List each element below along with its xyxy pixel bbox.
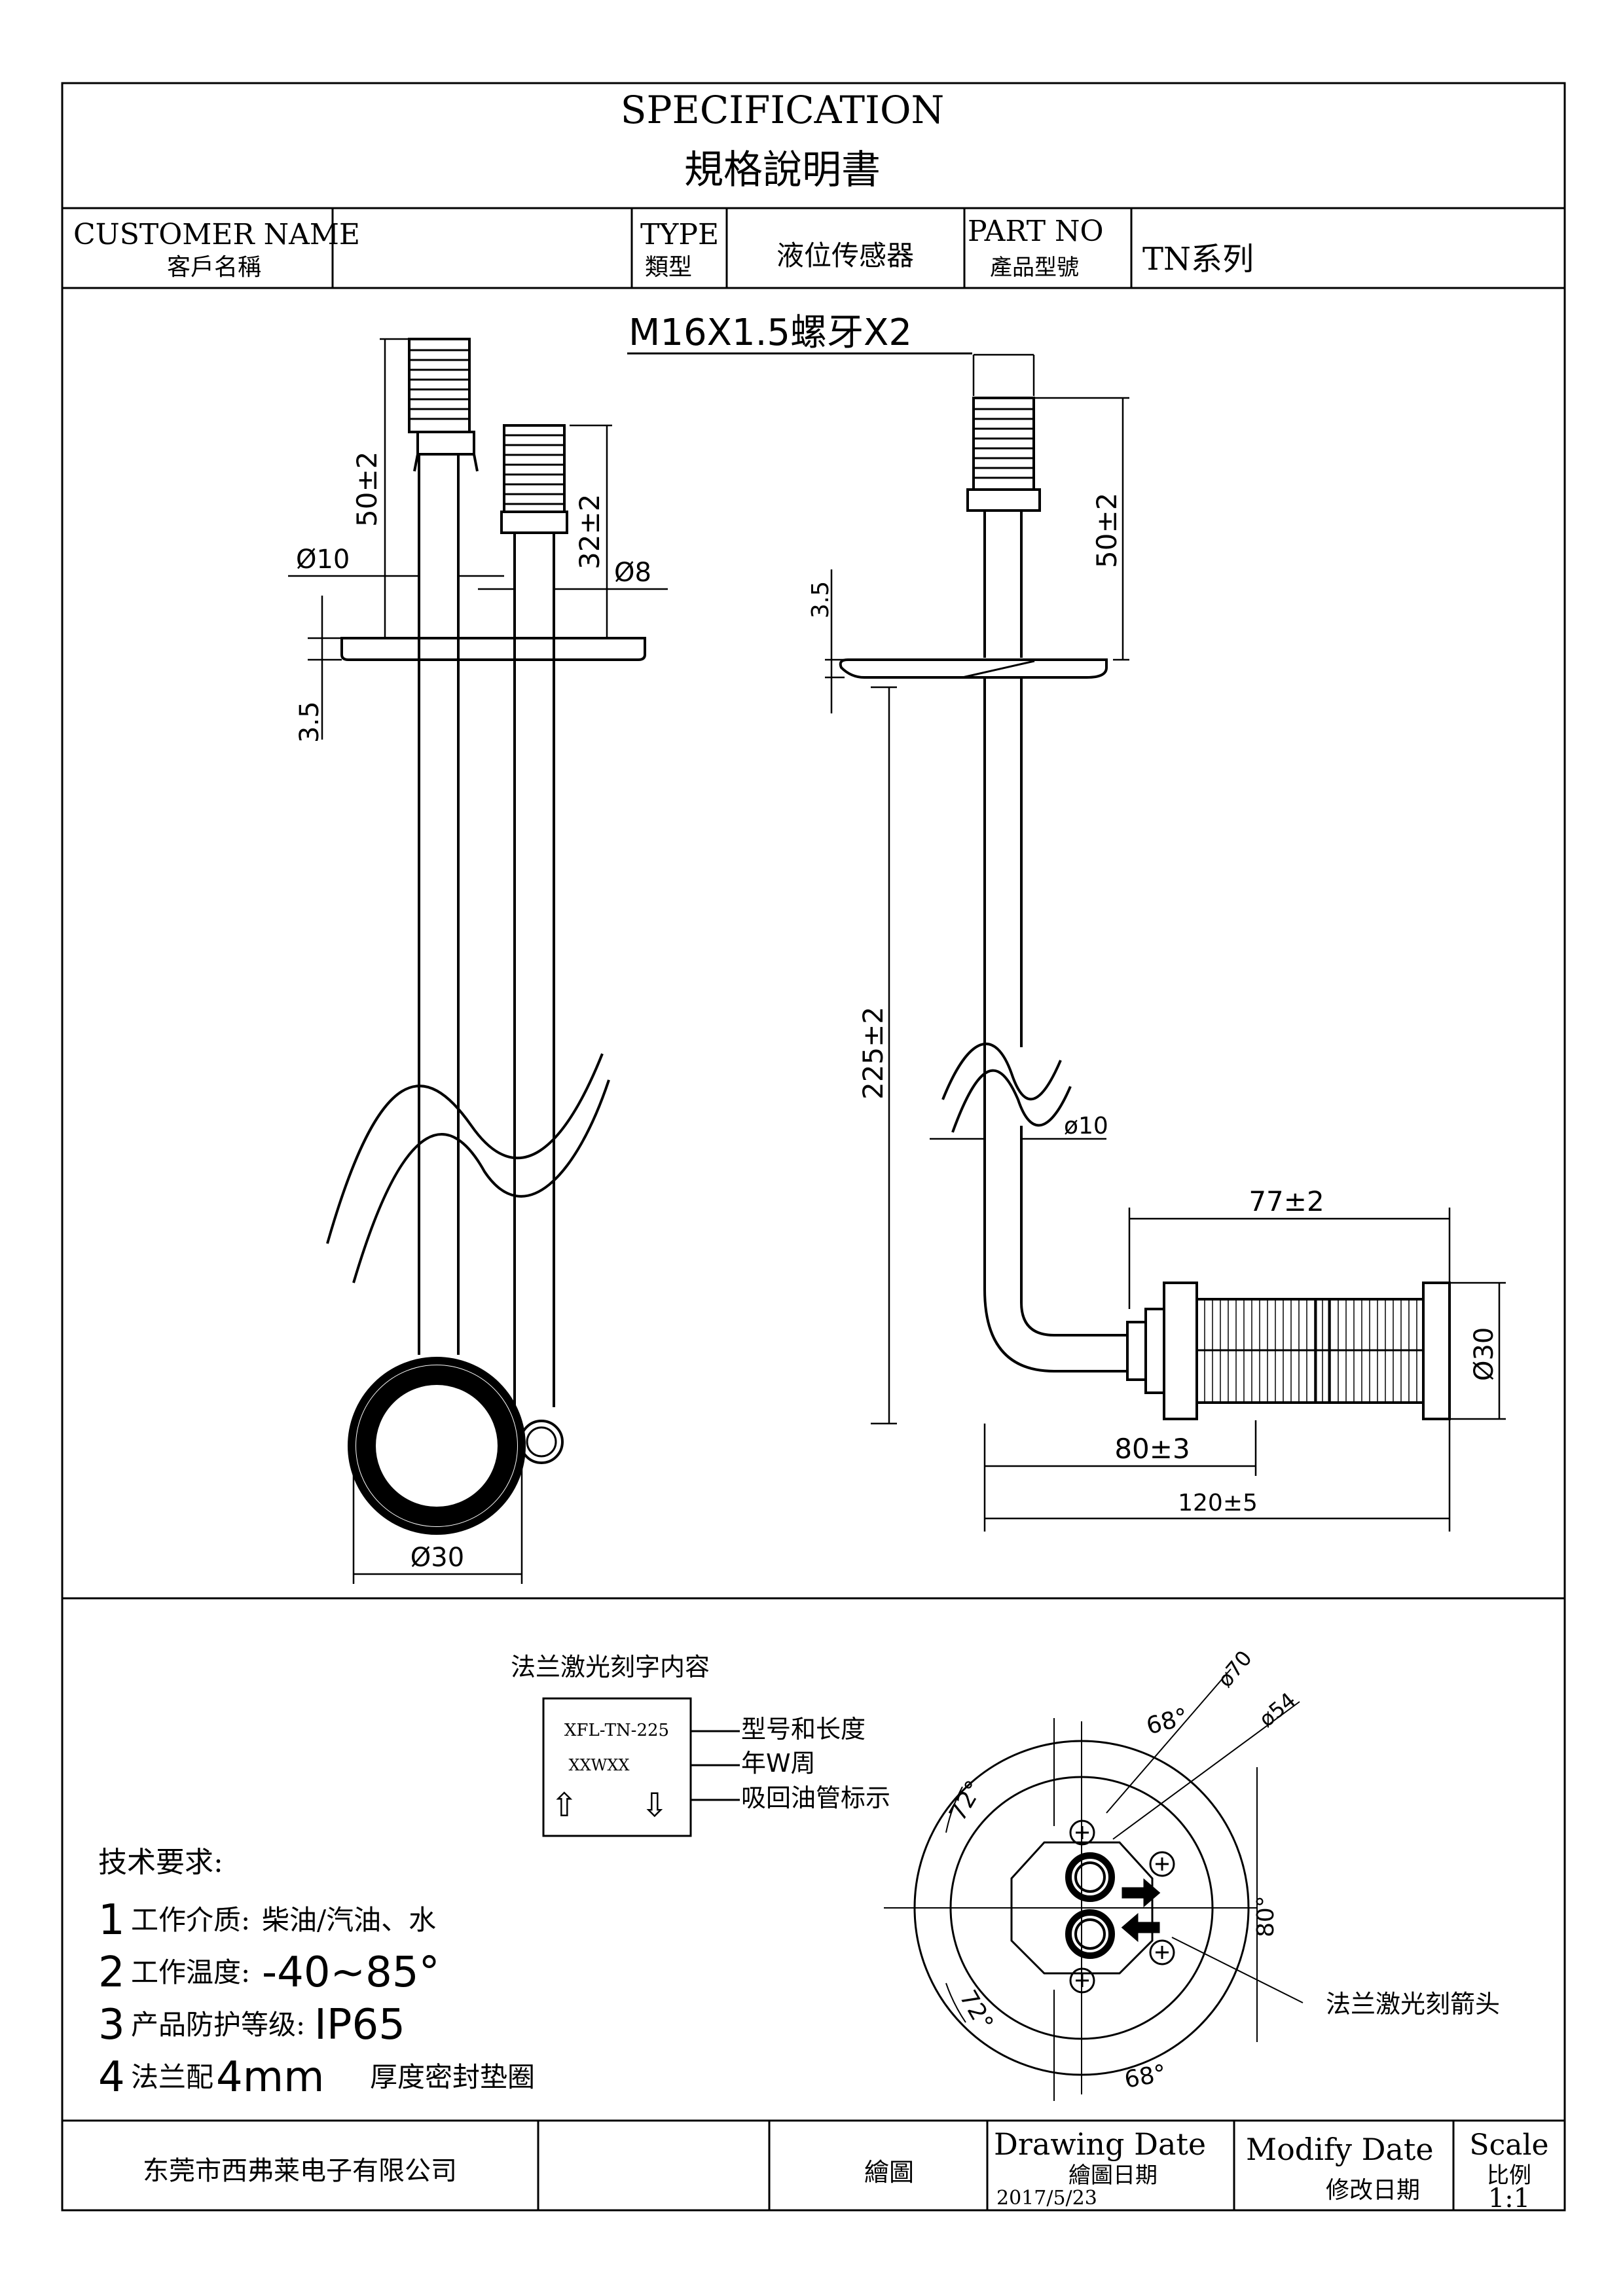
sheet-frame <box>61 82 1566 2212</box>
customer-label-en: CUSTOMER NAME <box>73 218 360 251</box>
laser-marking: 法兰激光刻字内容 XFL-TN-225 XXWXX ⇧ ⇩ 型号和长度 年W周 … <box>511 1653 890 1837</box>
dim-right-elbow-offset: 80±3 <box>1114 1433 1190 1465</box>
left-view <box>326 338 646 1535</box>
laser-label-3: 吸回油管标示 <box>741 1784 890 1812</box>
tech-requirements: 技术要求: 1 工作介质: 柴油/汽油、水 2 工作温度: -40~85° 3 … <box>98 1846 535 2102</box>
footer-company: 东莞市西弗莱电子有限公司 <box>143 2156 457 2186</box>
laser-line-1: XFL-TN-225 <box>564 1721 669 1740</box>
dim-left-thread-2: 32±2 <box>574 494 606 569</box>
tech-item-1-value: 柴油/汽油、水 <box>262 1904 436 1936</box>
dim-left-tube-dia-2: Ø8 <box>614 558 651 588</box>
tech-item-3-value: IP65 <box>314 2001 405 2049</box>
flange-bolt-circle: ø54 <box>1254 1687 1301 1732</box>
type-value: 液位传感器 <box>776 240 914 272</box>
type-label-en: TYPE <box>640 218 719 251</box>
tech-item-1-num: 1 <box>98 1896 125 1945</box>
tech-title: 技术要求: <box>98 1846 223 1879</box>
footer-modify-date-en: Modify Date <box>1246 2132 1434 2167</box>
laser-arrow-down: ⇩ <box>641 1786 668 1824</box>
footer-drawing-date-cn: 繪圖日期 <box>1068 2162 1158 2189</box>
tech-item-2-value: -40~85° <box>262 1948 440 1997</box>
left-view-dimensions <box>288 338 668 1584</box>
dim-right-filter-dia: Ø30 <box>1469 1327 1499 1381</box>
tech-item-3-num: 3 <box>98 2001 125 2049</box>
technical-drawing: M16X1.5螺牙X2 <box>288 312 1506 1584</box>
tech-item-3-label: 产品防护等级: <box>131 2009 305 2041</box>
tech-item-2-label: 工作温度: <box>131 1956 250 1988</box>
flange-arrow-note: 法兰激光刻箭头 <box>1326 1990 1500 2018</box>
flange-angle-left-top: 72° <box>944 1776 988 1826</box>
type-label-cn: 類型 <box>645 254 692 281</box>
tech-item-1-label: 工作介质: <box>131 1904 250 1936</box>
part-label-cn: 產品型號 <box>990 255 1079 281</box>
dim-right-tube-length: 225±2 <box>857 1007 889 1100</box>
flange-angle-right: 80° <box>1252 1895 1279 1937</box>
title-cn: 規格說明書 <box>684 147 881 193</box>
laser-arrow-up: ⇧ <box>551 1786 578 1824</box>
flange-angle-left-bottom: 72° <box>954 1986 998 2036</box>
tech-item-4-suffix: 厚度密封垫圈 <box>370 2061 535 2093</box>
footer-scale-value: 1:1 <box>1488 2183 1530 2214</box>
right-view-dimensions <box>825 353 1506 1532</box>
right-view <box>839 397 1451 1420</box>
footer-drawn-label: 繪圖 <box>864 2158 914 2187</box>
part-label-en: PART NO <box>968 215 1104 248</box>
footer-modify-date-cn: 修改日期 <box>1326 2177 1420 2204</box>
laser-line-2: XXWXX <box>568 1756 629 1774</box>
dim-right-filter-length: 77±2 <box>1249 1185 1324 1217</box>
footer-scale-en: Scale <box>1469 2128 1548 2162</box>
dim-right-total-offset: 120±5 <box>1178 1490 1258 1516</box>
dim-right-tube-dia: ø10 <box>1064 1113 1108 1139</box>
dim-left-flange-thickness: 3.5 <box>295 701 325 743</box>
title-en: SPECIFICATION <box>621 88 945 132</box>
flange-top-view <box>884 1668 1304 2101</box>
laser-label-2: 年W周 <box>741 1749 816 1778</box>
dim-left-tube-dia-1: Ø10 <box>296 545 350 575</box>
footer-drawing-date-value: 2017/5/23 <box>996 2187 1097 2210</box>
tech-item-2-num: 2 <box>98 1948 125 1997</box>
flange-outer-dia: ø70 <box>1213 1646 1257 1693</box>
tech-item-4-value: 4mm <box>216 2053 324 2102</box>
dim-left-float-dia: Ø30 <box>410 1543 464 1573</box>
dim-left-thread-1: 50±2 <box>351 452 383 527</box>
dim-right-thread-length: 50±2 <box>1091 493 1123 568</box>
tech-item-4-label: 法兰配 <box>131 2061 213 2093</box>
flange-angle-bottom: 68° <box>1122 2060 1168 2093</box>
footer-drawing-date-en: Drawing Date <box>994 2126 1206 2162</box>
customer-label-cn: 客戶名稱 <box>167 254 261 281</box>
tech-item-4-num: 4 <box>98 2053 125 2102</box>
footer-scale-cn: 比例 <box>1487 2162 1531 2189</box>
thread-note: M16X1.5螺牙X2 <box>629 312 912 354</box>
flange-angle-top: 68° <box>1144 1704 1191 1740</box>
laser-marking-title: 法兰激光刻字内容 <box>511 1653 710 1681</box>
laser-label-1: 型号和长度 <box>741 1715 866 1744</box>
dim-right-flange-thickness: 3.5 <box>807 581 834 619</box>
part-value: TN系列 <box>1142 241 1254 278</box>
